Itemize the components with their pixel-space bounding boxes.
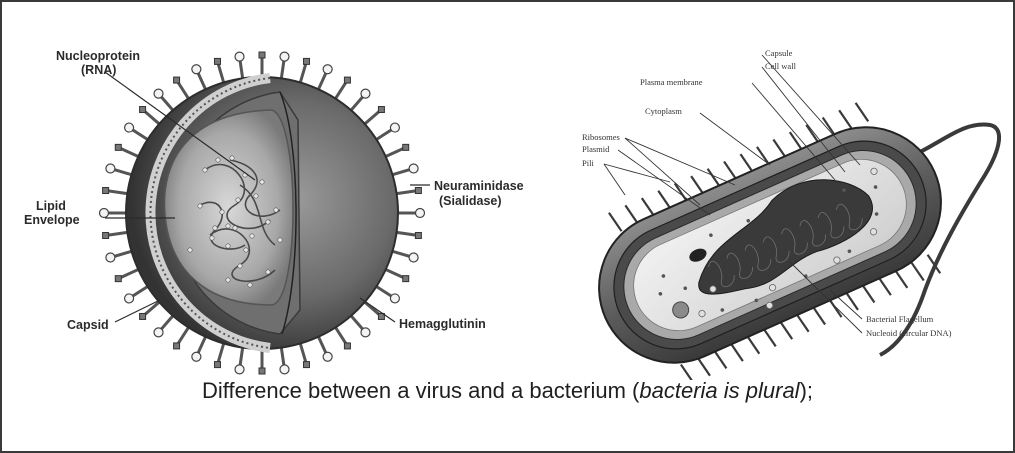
hemagglutinin-tip (390, 123, 399, 132)
hemagglutinin-tip (280, 365, 289, 374)
label-pili: Pili (582, 158, 594, 168)
hemagglutinin-tip (125, 294, 134, 303)
label-capsid: Capsid (67, 318, 109, 332)
rna-bead (188, 248, 192, 252)
rna-bead (226, 244, 230, 248)
pilus (911, 260, 924, 282)
rna-bead (226, 224, 230, 228)
neuraminidase-tip (344, 77, 350, 83)
hemagglutinin-tip (106, 164, 115, 173)
neuraminidase-tip (214, 58, 220, 64)
pilus (856, 101, 869, 123)
neuraminidase-tip (304, 58, 310, 64)
rna-bead (233, 226, 237, 230)
hemagglutinin-tip (390, 294, 399, 303)
neuraminidase-tip (103, 232, 109, 238)
caption-lead: Difference between a virus and a bacteri… (202, 378, 639, 403)
label-plasmid: Plasmid (582, 144, 610, 154)
figure-caption: Difference between a virus and a bacteri… (0, 378, 1015, 404)
label-cytoplasm: Cytoplasm (645, 106, 682, 116)
hemagglutinin-tip (235, 365, 244, 374)
caption-tail: ); (800, 378, 813, 403)
neuraminidase-tip (140, 107, 146, 113)
label-nucleoprotein: Nucleoprotein (56, 49, 140, 63)
label-cell-wall: Cell wall (765, 61, 797, 71)
label-flagellum: Bacterial Flagellum (866, 314, 934, 324)
rna-bead (230, 156, 234, 160)
pilus (609, 211, 622, 233)
neuraminidase-tip (415, 188, 421, 194)
rna-bead (278, 238, 282, 242)
hemagglutinin-tip (192, 65, 201, 74)
neuraminidase-tip (403, 144, 409, 150)
virus-illustration: Nucleoprotein (RNA) Lipid Envelope Capsi… (24, 49, 524, 374)
label-rna: (RNA) (81, 63, 116, 77)
neuraminidase-tip (174, 77, 180, 83)
label-neuraminidase: Neuraminidase (434, 179, 524, 193)
label-plasma-membrane: Plasma membrane (640, 77, 703, 87)
label-ribosomes: Ribosomes (582, 132, 620, 142)
label-envelope: Envelope (24, 213, 80, 227)
hemagglutinin-tip (361, 328, 370, 337)
neuraminidase-tip (115, 144, 121, 150)
hemagglutinin-tip (235, 52, 244, 61)
hemagglutinin-tip (154, 328, 163, 337)
hemagglutinin-tip (416, 209, 425, 218)
label-nucleoid: Nucleoid (circular DNA) (866, 328, 952, 338)
pilus (839, 109, 852, 131)
rna-bead (260, 180, 264, 184)
rna-bead (244, 248, 248, 252)
neuraminidase-tip (415, 232, 421, 238)
hemagglutinin-tip (125, 123, 134, 132)
label-sialidase: (Sialidase) (439, 194, 502, 208)
illustration-canvas: Nucleoprotein (RNA) Lipid Envelope Capsi… (0, 0, 1015, 380)
rna-bead (198, 204, 202, 208)
rna-bead (210, 236, 214, 240)
hemagglutinin-tip (192, 352, 201, 361)
neuraminidase-tip (140, 313, 146, 319)
hemagglutinin-tip (106, 253, 115, 262)
rna-bead (254, 194, 258, 198)
rna-bead (213, 226, 217, 230)
caption-italic: bacteria is plural (639, 378, 799, 403)
hemagglutinin-tip (409, 253, 418, 262)
hemagglutinin-tip (323, 65, 332, 74)
neuraminidase-tip (115, 276, 121, 282)
label-hemagglutinin: Hemagglutinin (399, 317, 486, 331)
hemagglutinin-tip (154, 89, 163, 98)
hemagglutinin-tip (409, 164, 418, 173)
rna-bead (248, 283, 252, 287)
hemagglutinin-tip (361, 89, 370, 98)
rna-bead (238, 264, 242, 268)
neuraminidase-tip (344, 343, 350, 349)
rna-bead (266, 220, 270, 224)
neuraminidase-tip (259, 52, 265, 58)
rna-bead (266, 270, 270, 274)
rna-bead (203, 168, 207, 172)
bacterium-illustration: Capsule Cell wall Plasma membrane Cytopl… (567, 48, 999, 380)
neuraminidase-tip (214, 362, 220, 368)
rna-bead (274, 208, 278, 212)
neuraminidase-tip (174, 343, 180, 349)
rna-bead (220, 210, 224, 214)
rna-bead (226, 278, 230, 282)
neuraminidase-tip (378, 107, 384, 113)
hemagglutinin-tip (280, 52, 289, 61)
neuraminidase-tip (103, 188, 109, 194)
hemagglutinin-tip (323, 352, 332, 361)
label-capsule: Capsule (765, 48, 793, 58)
hemagglutinin-tip (100, 209, 109, 218)
neuraminidase-tip (304, 362, 310, 368)
neuraminidase-tip (259, 368, 265, 374)
label-lipid: Lipid (36, 199, 66, 213)
rna-bead (250, 234, 254, 238)
rna-bead (216, 158, 220, 162)
rna-bead (236, 198, 240, 202)
neuraminidase-tip (403, 276, 409, 282)
